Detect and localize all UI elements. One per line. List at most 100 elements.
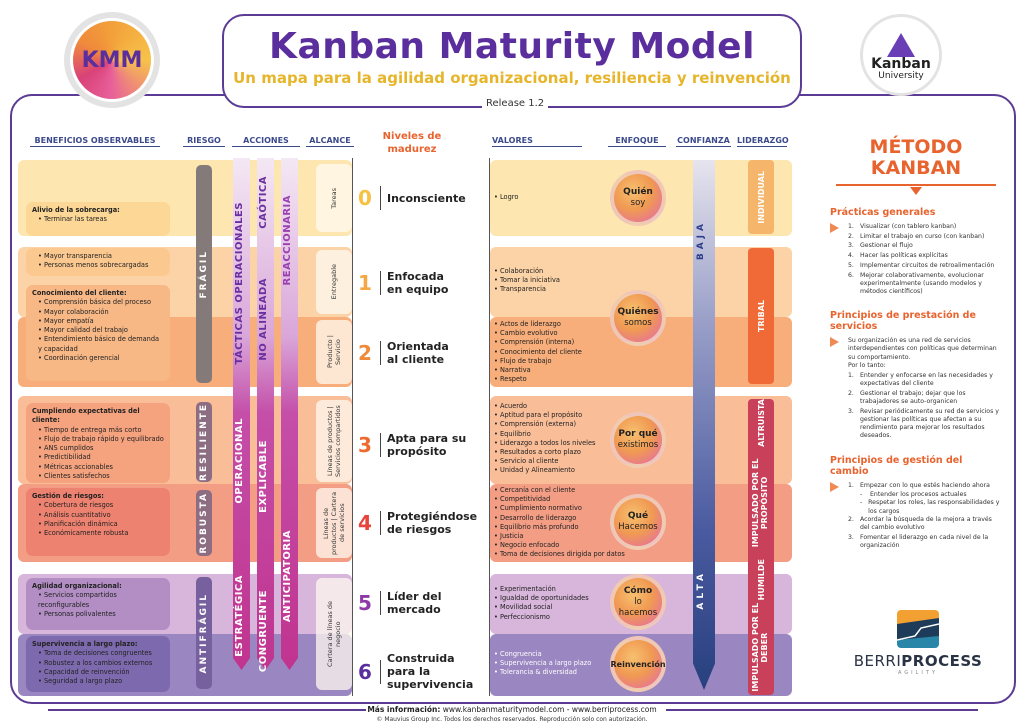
nivel-num: 0: [358, 186, 372, 210]
nivel-num: 4: [358, 511, 372, 535]
title-box: Kanban Maturity Model Un mapa para la ag…: [222, 14, 802, 108]
beneficio-item: Económicamente robusta: [32, 529, 164, 538]
valor-item: Actos de liderazgo: [494, 320, 582, 329]
servicios-intro: Su organización es una red de servicios …: [848, 337, 997, 361]
confianza-baja: BAJA: [696, 220, 706, 261]
col-header-alcance: ALCANCE: [306, 136, 354, 147]
nivel-name: Enfocada en equipo: [387, 270, 449, 296]
beneficio-item: Entendimiento básico de demanda y capaci…: [32, 335, 164, 354]
valor-item: Tomar la iniciativa: [494, 276, 560, 285]
col-header-confianza: CONFIANZA: [676, 136, 731, 147]
riesgo-label: ANTIFRÁGIL: [199, 592, 209, 674]
valor-item: Unidad y Alineamiento: [494, 466, 595, 475]
beneficio-item: Mayor colaboración: [32, 308, 164, 317]
cambio-item: Acordar la búsqueda de la mejora a travé…: [860, 515, 992, 532]
valor-item: Colaboración: [494, 267, 560, 276]
practica-item: Gestionar el flujo: [860, 242, 913, 250]
valor-item: Movilidad social: [494, 603, 589, 612]
col-header-valores: VALORES: [492, 136, 582, 147]
practicas-title: Prácticas generales: [830, 207, 936, 218]
nivel-num: 1: [358, 271, 372, 295]
valor-item: Negocio enfocado: [494, 541, 625, 550]
page-subtitle: Un mapa para la agilidad organizacional,…: [233, 69, 791, 87]
metodo-title: MÉTODO KANBAN: [869, 136, 963, 179]
valor-item: Comprensión (externa): [494, 420, 595, 429]
enfoque-sub: somos: [624, 318, 652, 328]
valor-item: Comprensión (interna): [494, 338, 582, 347]
release-label: Release 1.2: [482, 98, 549, 109]
valor-item: Equilibrio: [494, 430, 595, 439]
valor-item: Cercanía con el cliente: [494, 486, 625, 495]
beneficio-item: Mayor calidad del trabajo: [32, 326, 164, 335]
alcance-label: Entregable: [330, 264, 338, 300]
alcance-label: Líneas de productos | Servicios comparti…: [326, 405, 342, 477]
riesgo-robusta: ROBUSTA: [196, 490, 212, 556]
beneficio-box: Mayor transparencia Personas menos sobre…: [26, 248, 170, 276]
beneficio-title: Cumpliendo expectativas del cliente:: [32, 407, 140, 425]
confianza-alta: ALTA: [696, 570, 706, 610]
beneficio-item: Planificación dinámica: [32, 520, 164, 529]
beneficio-item: ANS cumplidos: [32, 444, 164, 453]
valor-item: Igualdad de oportunidades: [494, 594, 589, 603]
nivel-name: Apta para su propósito: [387, 432, 467, 458]
berri-name-bold: PROCESS: [901, 652, 983, 670]
valor-item: Acuerdo: [494, 402, 595, 411]
acciones-arrow-2: [257, 158, 274, 670]
valor-item: Tolerancia & diversidad: [494, 668, 591, 677]
valor-item: Aptitud para el propósito: [494, 411, 595, 420]
valor-item: Desarrollo de liderazgo: [494, 514, 625, 523]
valor-item: Servicio al cliente: [494, 457, 595, 466]
nivel-num: 6: [358, 659, 372, 684]
col-header-beneficios: BENEFICIOS OBSERVABLES: [30, 136, 160, 147]
alcance-lineas-cartera: Líneas de productos | Cartera de servici…: [316, 488, 352, 558]
cambio-item: Empezar con lo que estés haciendo ahora: [860, 481, 990, 489]
accion-label: TÁCTICAS OPERACIONALES: [234, 202, 245, 365]
liderazgo-label: IMPULSADO POR EL DEBER: [751, 603, 769, 693]
liderazgo-label: INDIVIDUAL: [756, 170, 766, 224]
enfoque-main: Quiénes: [617, 307, 659, 317]
col-header-riesgo: RIESGO: [183, 136, 225, 147]
valor-item: Justicia: [494, 532, 625, 541]
beneficio-item: Tiempo de entrega más corto: [32, 426, 164, 435]
beneficio-title: Conocimiento del cliente:: [32, 289, 127, 297]
col-header-liderazgo: LIDERAZGO: [737, 136, 789, 147]
beneficio-box: Gestión de riesgos: Cobertura de riesgos…: [26, 488, 170, 556]
nivel-num: 2: [358, 341, 372, 365]
alcance-label: Tareas: [330, 187, 338, 209]
triangle-bullet-icon: [830, 223, 839, 233]
footer-links[interactable]: www.kanbanmaturitymodel.com - www.berrip…: [440, 705, 657, 714]
liderazgo-label: ALTRUISTA: [756, 399, 766, 447]
nivel-num: 3: [358, 433, 372, 457]
nivel-name: Construida para la supervivencia: [387, 652, 474, 691]
cambio-subitem: Entender los procesos actuales: [870, 491, 967, 499]
berriprocess-icon: [897, 610, 939, 648]
valores-5: Experimentación Igualdad de oportunidade…: [490, 585, 589, 622]
valor-item: Equilibrio más profundo: [494, 523, 625, 532]
berri-name-light: BERRI: [853, 652, 902, 670]
riesgo-label: RESILIENTE: [199, 403, 209, 481]
col-header-acciones: ACCIONES: [232, 136, 300, 147]
alcance-tareas: Tareas: [316, 164, 352, 232]
liderazgo-tribal: TRIBAL: [748, 248, 774, 384]
alcance-entregable: Entregable: [316, 250, 352, 314]
nivel-num: 5: [358, 591, 372, 615]
alcance-cartera-negocio: Cartera de líneas de negocio: [316, 578, 352, 690]
beneficio-box: Cumpliendo expectativas del cliente: Tie…: [26, 403, 170, 483]
enfoque-sub: Hacemos: [618, 522, 658, 532]
accion-label: EXPLICABLE: [258, 440, 269, 513]
kmm-logo-text: KMM: [81, 47, 143, 73]
servicio-item: Entender y enfocarse en las necesidades …: [860, 371, 993, 388]
triangle-bullet-icon: [830, 337, 839, 348]
footer-copyright: © Mauvius Group Inc. Todos los derechos …: [376, 716, 648, 723]
practica-item: Limitar el trabajo en curso (con kanban): [860, 232, 985, 240]
accion-label: CONGRUENTE: [258, 590, 269, 673]
berriprocess-mark: [897, 610, 939, 648]
valor-item: Conocimiento del cliente: [494, 348, 582, 357]
liderazgo-individual: INDIVIDUAL: [748, 160, 774, 234]
valor-item: Competitividad: [494, 495, 625, 504]
